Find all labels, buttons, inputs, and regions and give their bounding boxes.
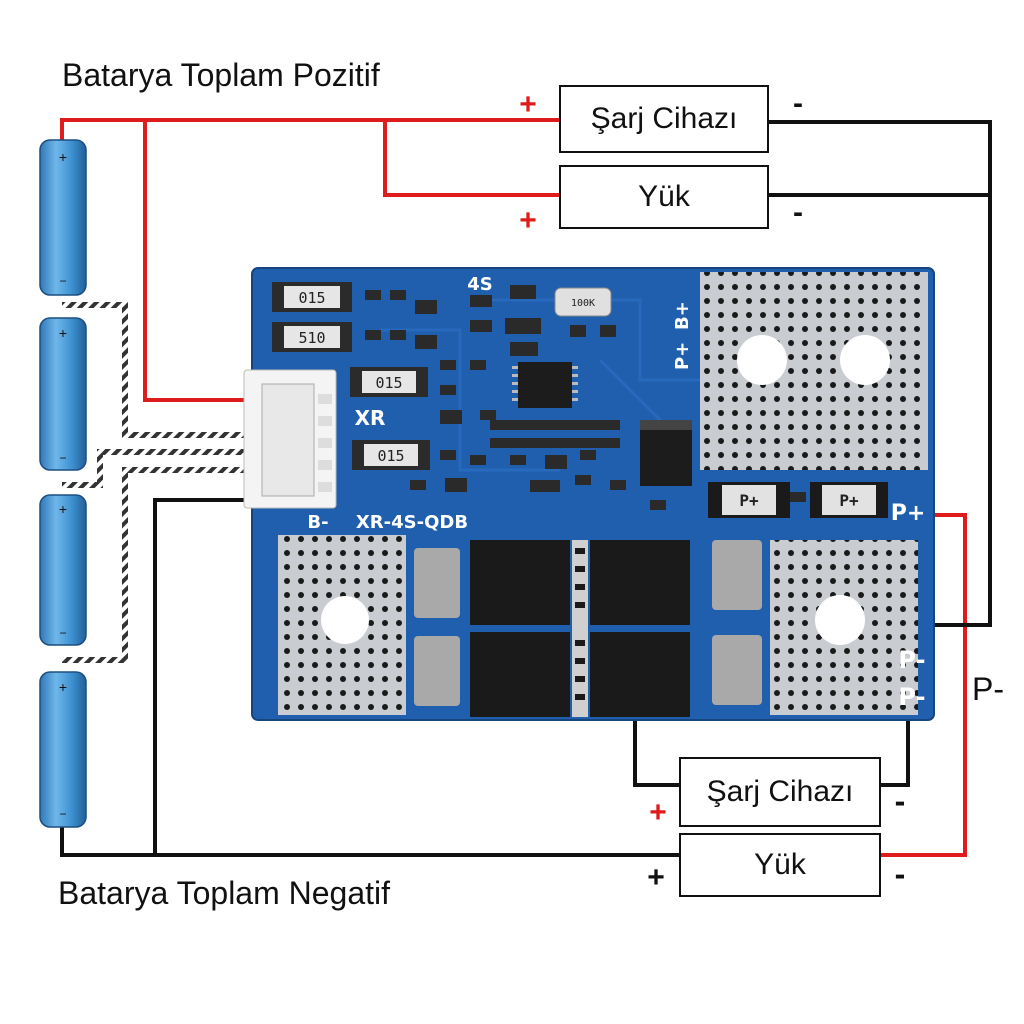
- resistor-label: 015: [298, 289, 325, 307]
- resistor-label: 510: [298, 329, 325, 347]
- top-charger-label: Şarj Cihazı: [591, 102, 738, 135]
- bottom-charger-box: Şarj Cihazı: [679, 757, 881, 827]
- balance-connector: [243, 369, 337, 509]
- bottom-load-minus: -: [895, 856, 906, 892]
- bms-board: 015 510 015 015: [243, 267, 935, 721]
- bottom-charger-label: Şarj Cihazı: [707, 775, 854, 808]
- cell-minus-mark: −: [59, 626, 66, 640]
- cell-plus-mark: +: [59, 149, 67, 165]
- pcb-p-minus-label-1: P-: [898, 646, 925, 674]
- pcb-b-minus-label: B-: [307, 512, 328, 533]
- pcb-p-plus-label: P+: [891, 501, 926, 526]
- resistor-label: 015: [375, 374, 402, 392]
- pcb-model-label: XR-4S-QDB: [356, 512, 468, 533]
- battery-pack: + − + − + − + −: [39, 139, 87, 828]
- smd-components: [365, 285, 806, 510]
- pad-label: P+: [739, 491, 759, 510]
- bottom-load-label: Yük: [754, 848, 807, 881]
- bottom-charger-plus: +: [649, 796, 667, 829]
- battery-cell-2: + −: [39, 317, 87, 471]
- cell-plus-mark: +: [59, 325, 67, 341]
- pad-b-plus: [700, 272, 928, 470]
- pcb-brand-label: XR: [355, 406, 386, 430]
- resistor-015-c: 015: [352, 440, 430, 470]
- resistor-label: 015: [377, 447, 404, 465]
- polarity-marks: + - + - + - + -: [519, 87, 905, 894]
- cap-100k: 100K: [554, 287, 612, 317]
- battery-total-positive-label: Batarya Toplam Pozitif: [62, 57, 380, 93]
- controller-ic: [512, 362, 578, 408]
- top-load-plus: +: [519, 204, 537, 237]
- cell-plus-mark: +: [59, 501, 67, 517]
- p-minus-side-label: P-: [972, 671, 1004, 707]
- pad-p-plus-a: P+: [708, 482, 790, 518]
- battery-cell-3: + −: [39, 494, 87, 646]
- battery-cell-4: + −: [39, 671, 87, 828]
- resistor-015-b: 015: [350, 367, 428, 397]
- diode: [640, 420, 692, 486]
- top-load-minus: -: [793, 196, 803, 229]
- pcb-b-plus-vertical: B+: [672, 301, 693, 330]
- negative-wires: [60, 120, 992, 857]
- bottom-load-box: Yük: [679, 833, 881, 897]
- top-load-label: Yük: [638, 180, 691, 213]
- cap-label: 100K: [571, 298, 595, 309]
- resistor-015-a: 015: [272, 282, 352, 312]
- cell-plus-mark: +: [59, 679, 67, 695]
- cell-minus-mark: −: [59, 807, 66, 821]
- cell-minus-mark: −: [59, 451, 66, 465]
- battery-cell-1: + −: [39, 139, 87, 296]
- pcb-p-plus-vertical: P+: [672, 342, 693, 370]
- pcb-series-label: 4S: [467, 274, 493, 295]
- top-charger-minus: -: [793, 87, 803, 120]
- balance-wires: [62, 302, 262, 663]
- pad-label: P+: [839, 491, 859, 510]
- pcb-p-minus-label-2: P-: [898, 683, 925, 711]
- bottom-load-plus: +: [647, 861, 665, 894]
- pad-p-plus-b: P+: [810, 482, 888, 518]
- bottom-charger-minus: -: [895, 783, 906, 819]
- top-load-box: Yük: [559, 165, 769, 229]
- resistor-510: 510: [272, 322, 352, 352]
- cell-minus-mark: −: [59, 274, 66, 288]
- battery-total-negative-label: Batarya Toplam Negatif: [58, 875, 390, 911]
- top-charger-plus: +: [519, 88, 537, 121]
- mosfet-array: [414, 540, 762, 717]
- top-charger-box: Şarj Cihazı: [559, 85, 769, 153]
